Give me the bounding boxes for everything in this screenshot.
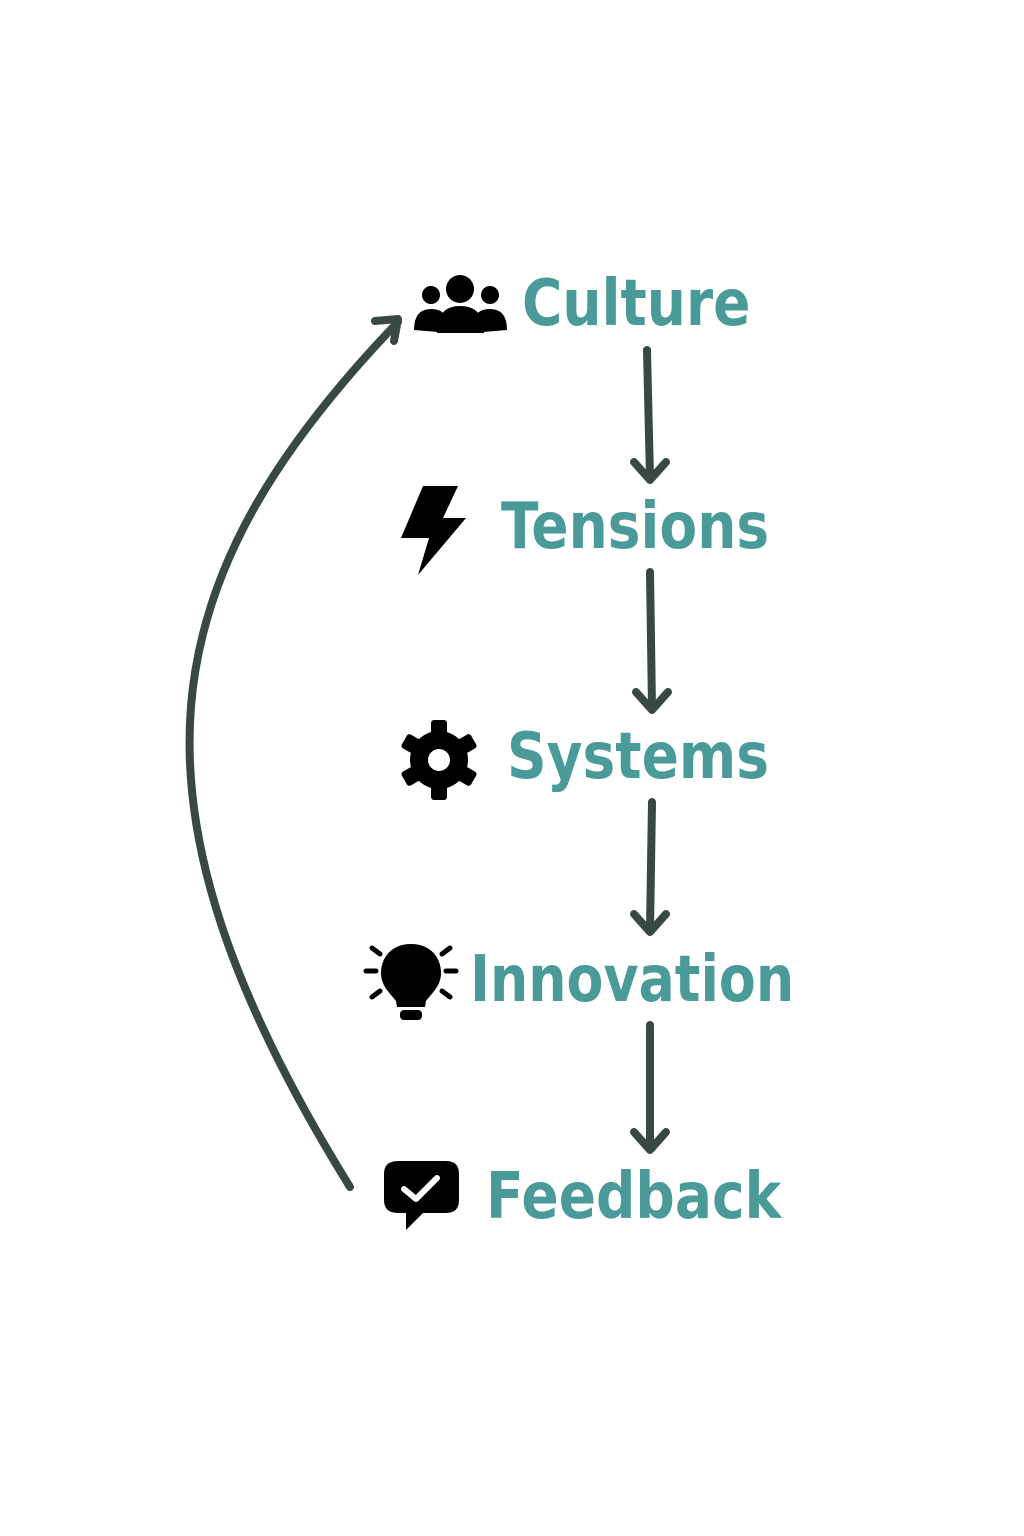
arrow-innovation-to-feedback: [630, 1021, 670, 1154]
chat-check-icon: [384, 1161, 459, 1230]
node-label-innovation: Innovation: [470, 943, 795, 1017]
node-label-feedback: Feedback: [486, 1160, 782, 1234]
gear-icon: [401, 720, 477, 800]
arrow-culture-to-tensions: [630, 346, 670, 484]
arrow-feedback-to-culture: [185, 315, 402, 1191]
lightning-bolt-icon: [401, 486, 466, 575]
node-label-systems: Systems: [507, 720, 770, 794]
arrow-systems-to-innovation: [630, 798, 670, 936]
node-label-culture: Culture: [522, 267, 751, 341]
people-icon: [414, 275, 507, 333]
arrows: [185, 315, 672, 1191]
lightbulb-icon: [363, 944, 459, 1020]
node-label-tensions: Tensions: [501, 490, 770, 564]
arrow-tensions-to-systems: [632, 568, 672, 714]
